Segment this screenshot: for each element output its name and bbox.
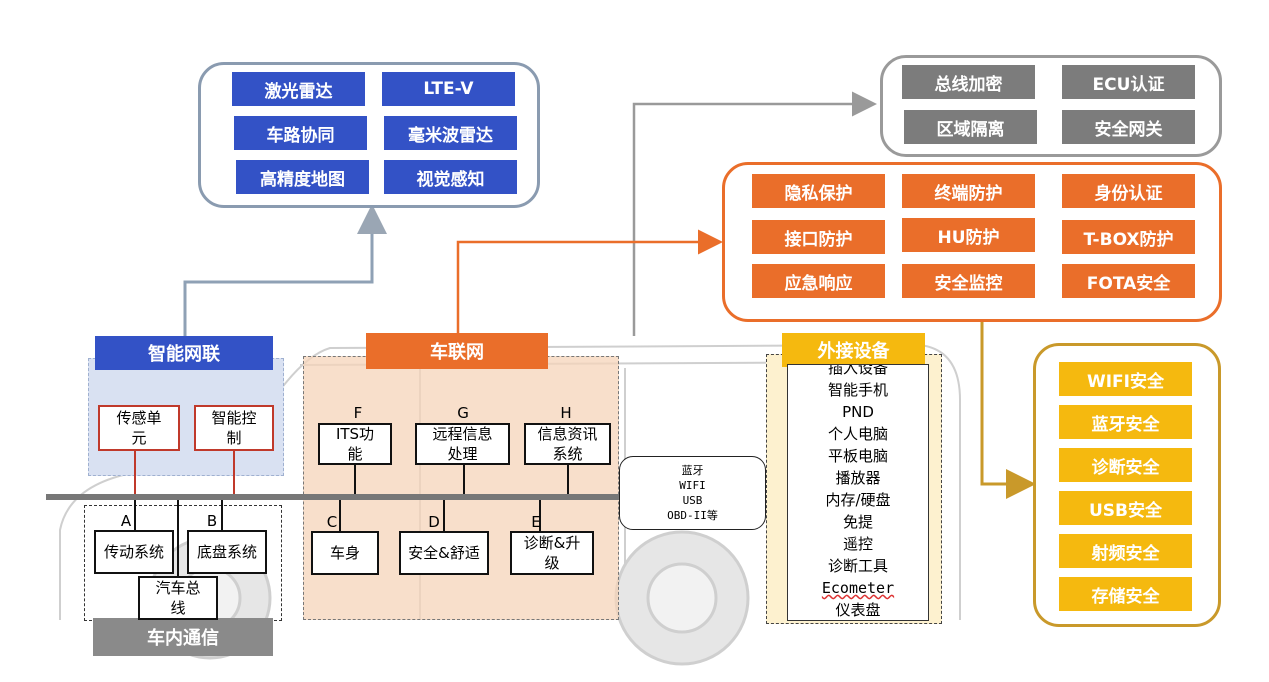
interface-item-bluetooth: 蓝牙: [681, 464, 704, 477]
smart-network-caption: 智能网联: [95, 336, 273, 370]
tile-emergency-response: 应急响应: [752, 264, 885, 298]
module-sensing-unit: 传感单元: [98, 405, 180, 451]
tile-tbox-protection: T-BOX防护: [1062, 220, 1195, 254]
device-dashboard: 仪表盘: [835, 601, 881, 619]
device-pc: 个人电脑: [827, 425, 888, 443]
letter-d: D: [428, 513, 440, 531]
interface-item-usb: USB: [682, 494, 703, 507]
device-ecometer: Ecometer: [821, 579, 895, 597]
interface-box: 蓝牙 WIFI USB OBD-II等: [619, 456, 766, 530]
tile-usb-security: USB安全: [1059, 491, 1192, 525]
wheel-rear: [614, 530, 750, 666]
module-telematics: 远程信息处理: [415, 423, 510, 465]
tile-bus-encryption: 总线加密: [902, 65, 1035, 99]
device-smartphone: 智能手机: [827, 381, 888, 399]
tile-lidar: 激光雷达: [232, 72, 365, 106]
tile-bluetooth-security: 蓝牙安全: [1059, 405, 1192, 439]
device-plugin: 插入设备: [827, 364, 888, 377]
tile-rf-security: 射频安全: [1059, 534, 1192, 568]
tile-v2x: 车路协同: [234, 116, 367, 150]
tile-security-gateway: 安全网关: [1062, 110, 1195, 144]
device-tablet: 平板电脑: [827, 447, 888, 465]
tile-interface-protection: 接口防护: [752, 220, 885, 254]
device-storage: 内存/硬盘: [825, 491, 891, 509]
letter-f: F: [353, 404, 363, 422]
tile-visual-perception: 视觉感知: [384, 160, 517, 194]
letter-g: G: [457, 404, 469, 422]
module-vehicle-bus: 汽车总线: [138, 576, 218, 620]
tile-storage-security: 存储安全: [1059, 577, 1192, 611]
tile-terminal-protection: 终端防护: [902, 174, 1035, 208]
tile-mmwave-radar: 毫米波雷达: [384, 116, 517, 150]
module-safety-comfort: 安全&舒适: [399, 531, 489, 575]
tile-zone-isolation: 区域隔离: [904, 110, 1037, 144]
module-chassis: 底盘系统: [187, 530, 267, 574]
module-its: ITS功能: [318, 423, 392, 465]
tile-fota-security: FOTA安全: [1062, 264, 1195, 298]
module-diagnostics-upgrade: 诊断&升级: [510, 531, 594, 575]
tile-identity-auth: 身份认证: [1062, 174, 1195, 208]
module-infotainment: 信息资讯系统: [524, 423, 611, 465]
device-player: 播放器: [835, 469, 881, 487]
tile-wifi-security: WIFI安全: [1059, 362, 1192, 396]
tile-hu-protection: HU防护: [902, 218, 1035, 252]
in-vehicle-caption: 车内通信: [93, 618, 273, 656]
module-smart-control: 智能控制: [194, 405, 274, 451]
device-handsfree: 免提: [842, 513, 873, 531]
letter-b: B: [206, 512, 218, 530]
tile-ecu-auth: ECU认证: [1062, 65, 1195, 99]
tile-privacy: 隐私保护: [752, 174, 885, 208]
external-devices-caption: 外接设备: [782, 333, 925, 367]
module-body: 车身: [311, 531, 379, 575]
external-devices-list: 插入设备 智能手机 PND 个人电脑 平板电脑 播放器 内存/硬盘 免提 遥控 …: [787, 364, 929, 621]
letter-h: H: [560, 404, 572, 422]
letter-e: E: [531, 513, 541, 531]
module-powertrain: 传动系统: [94, 530, 174, 574]
vehicle-network-caption: 车联网: [366, 333, 548, 369]
device-remote: 遥控: [842, 535, 873, 553]
letter-c: C: [326, 513, 338, 531]
interface-item-obd: OBD-II等: [667, 509, 718, 522]
device-diag-tool: 诊断工具: [827, 557, 888, 575]
device-pnd: PND: [842, 403, 874, 421]
tile-lte-v: LTE-V: [382, 72, 515, 106]
tile-diagnostic-security: 诊断安全: [1059, 448, 1192, 482]
interface-item-wifi: WIFI: [679, 479, 706, 492]
tile-hd-map: 高精度地图: [236, 160, 369, 194]
tile-security-monitoring: 安全监控: [902, 264, 1035, 298]
letter-a: A: [120, 512, 132, 530]
